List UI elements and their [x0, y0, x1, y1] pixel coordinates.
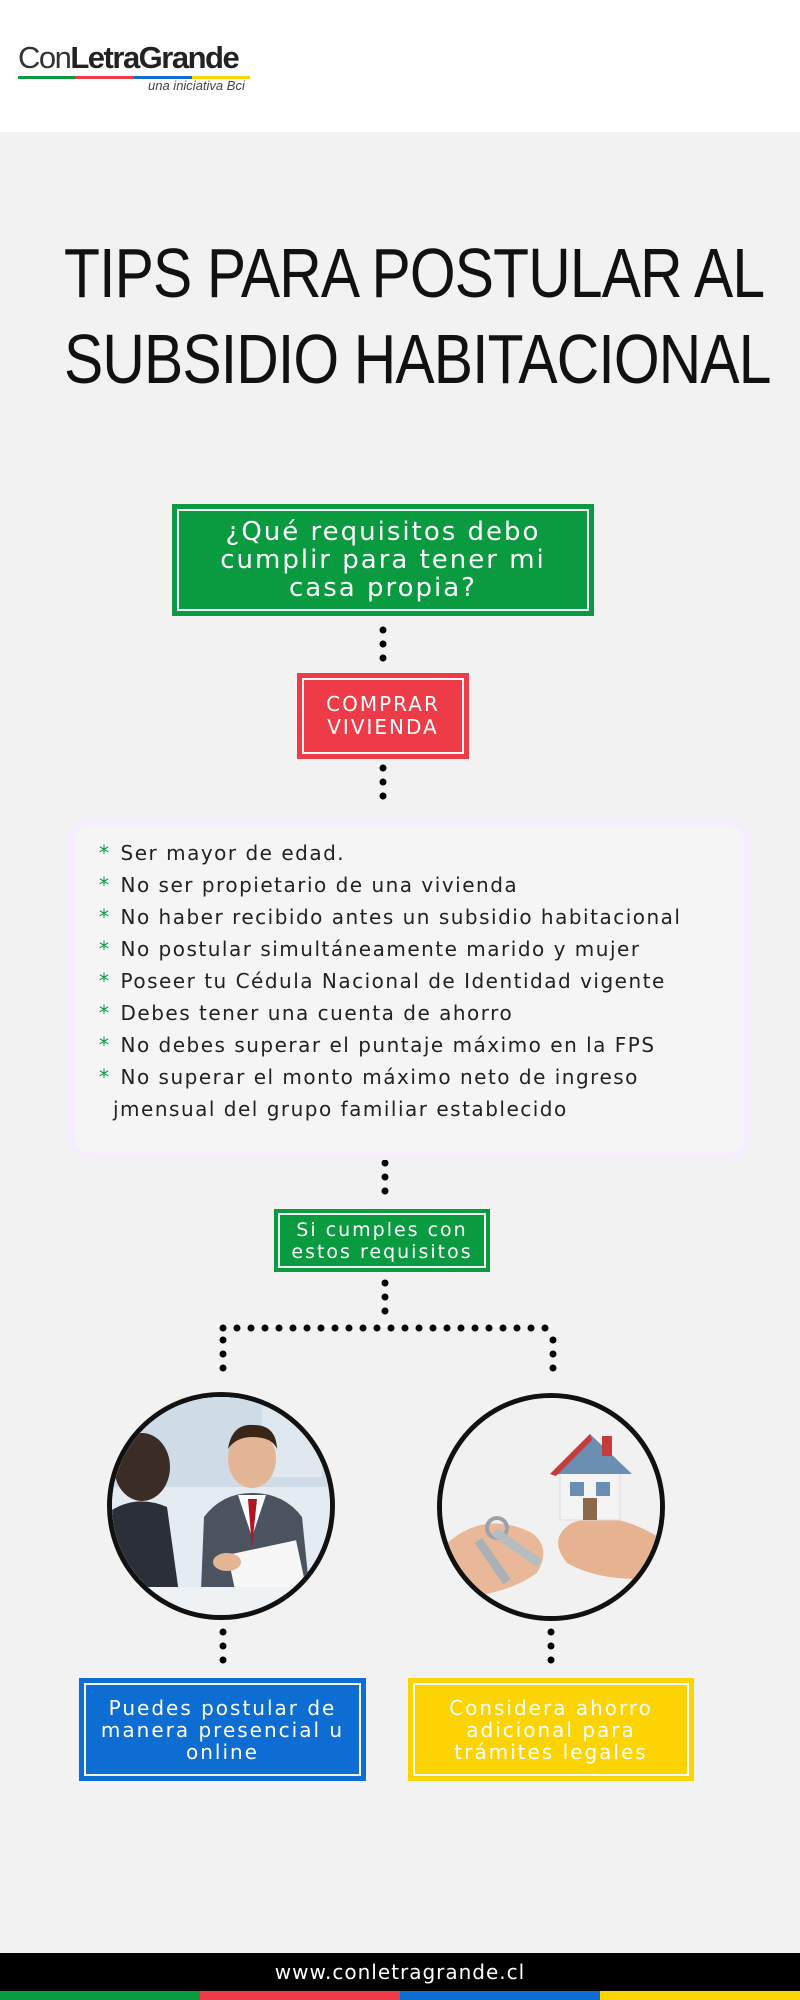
requirement-item: *Poseer tu Cédula Nacional de Identidad …	[99, 969, 666, 993]
title-line-1: TIPS PARA POSTULAR AL	[64, 234, 765, 312]
footer-website[interactable]: www.conletragrande.cl	[0, 1953, 800, 1991]
cumples-requisitos-box: Si cumples con estos requisitos	[274, 1209, 490, 1272]
business-meeting-icon	[112, 1397, 330, 1615]
logo-part-con: Con	[18, 40, 72, 75]
requirements-card: *Ser mayor de edad. *No ser propietario …	[67, 818, 751, 1160]
logo-wordmark: ConLetraGrande	[18, 38, 240, 78]
house-keys-icon	[442, 1398, 660, 1616]
title-line-2: SUBSIDIO HABITACIONAL	[64, 320, 771, 398]
requirement-item: *No postular simultáneamente marido y mu…	[99, 937, 641, 961]
ahorro-adicional-box: Considera ahorro adicional para trámites…	[408, 1678, 694, 1781]
bullet-asterisk: *	[99, 969, 111, 993]
header: ConLetraGrande una iniciativa Bci	[0, 0, 800, 132]
bullet-asterisk: *	[99, 1065, 111, 1089]
logo-part-letragrande: LetraGrande	[70, 40, 239, 75]
logo-color-bar	[18, 76, 250, 79]
presencial-text: Puedes postular de manera presencial u o…	[100, 1695, 345, 1764]
requirement-item: *No haber recibido antes un subsidio hab…	[99, 905, 682, 929]
bullet-asterisk: *	[99, 873, 111, 897]
question-text: ¿Qué requisitos debo cumplir para tener …	[220, 517, 546, 603]
requirements-list: *Ser mayor de edad. *No ser propietario …	[99, 837, 681, 1125]
footer-color-bar	[0, 1991, 800, 2000]
postular-presencial-box: Puedes postular de manera presencial u o…	[79, 1678, 366, 1781]
comprar-text: COMPRAR VIVIENDA	[326, 692, 440, 739]
cumples-text: Si cumples con estos requisitos	[291, 1218, 473, 1263]
bullet-asterisk: *	[99, 937, 111, 961]
requirement-item: *No ser propietario de una vivienda	[99, 873, 519, 897]
requirement-item: *No superar el monto máximo neto de ingr…	[99, 1065, 639, 1089]
house-keys-photo	[437, 1393, 665, 1621]
bullet-asterisk: *	[99, 841, 111, 865]
question-box: ¿Qué requisitos debo cumplir para tener …	[172, 504, 594, 616]
ahorro-text: Considera ahorro adicional para trámites…	[449, 1695, 653, 1764]
business-meeting-photo	[107, 1392, 335, 1620]
brand-logo[interactable]: ConLetraGrande una iniciativa Bci	[18, 38, 258, 98]
logo-tagline: una iniciativa Bci	[148, 78, 245, 93]
page-title: TIPS PARA POSTULAR AL SUBSIDIO HABITACIO…	[64, 230, 771, 402]
requirement-continuation: jmensual del grupo familiar establecido	[113, 1097, 568, 1121]
bullet-asterisk: *	[99, 905, 111, 929]
requirement-item: *No debes superar el puntaje máximo en l…	[99, 1033, 656, 1057]
bullet-asterisk: *	[99, 1001, 111, 1025]
bullet-asterisk: *	[99, 1033, 111, 1057]
requirement-item: *Ser mayor de edad.	[99, 841, 346, 865]
comprar-vivienda-box: COMPRAR VIVIENDA	[297, 673, 469, 759]
requirement-item: *Debes tener una cuenta de ahorro	[99, 1001, 514, 1025]
